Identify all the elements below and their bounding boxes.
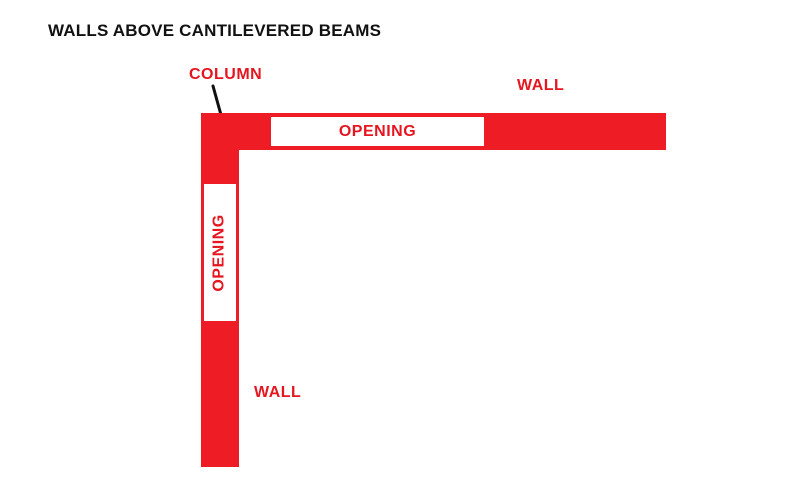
- left-opening-label: OPENING: [211, 213, 229, 292]
- top-opening: OPENING: [271, 117, 484, 146]
- diagram-title: WALLS ABOVE CANTILEVERED BEAMS: [48, 21, 382, 40]
- column-label: COLUMN: [189, 66, 263, 83]
- left-wall-label: WALL: [254, 384, 302, 401]
- top-opening-label: OPENING: [338, 122, 417, 140]
- left-opening: OPENING: [204, 184, 236, 321]
- top-wall-label: WALL: [517, 77, 565, 94]
